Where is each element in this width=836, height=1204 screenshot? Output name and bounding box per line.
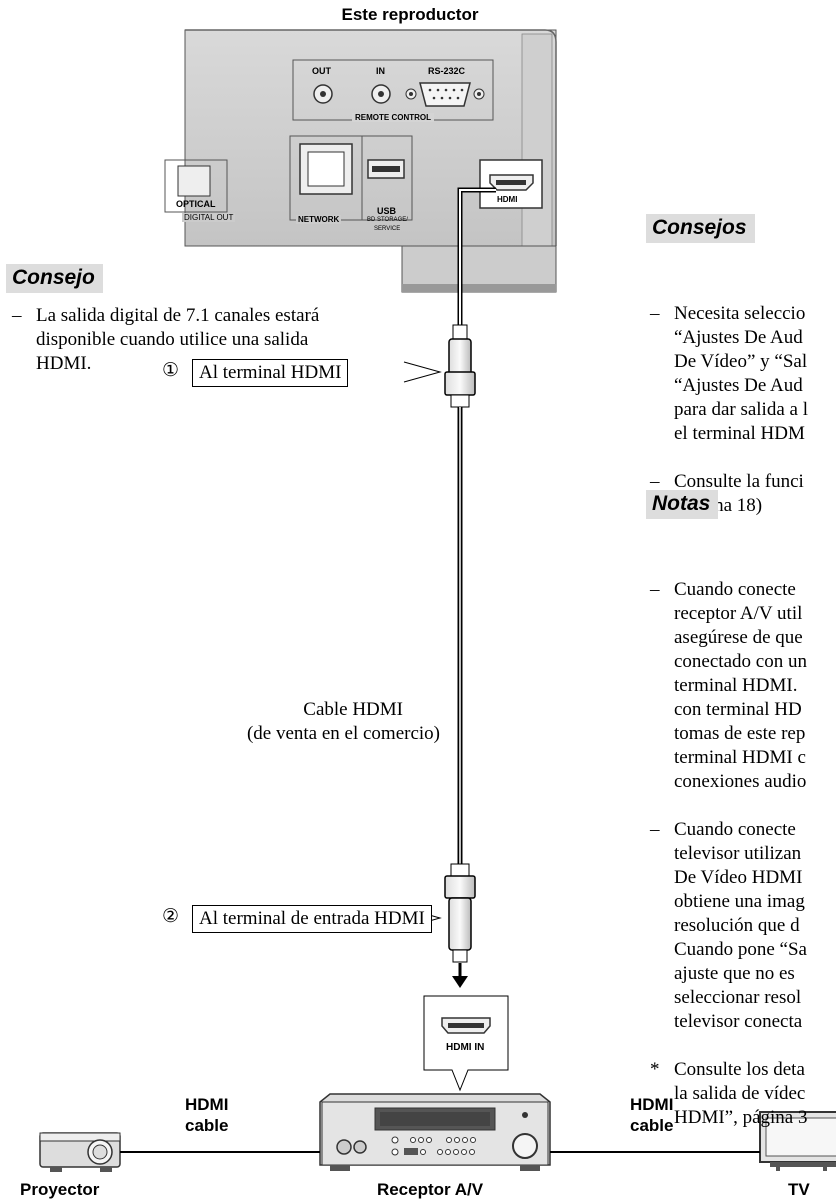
receiver-graphic [319, 1093, 551, 1171]
port-label-usb-sub1: BD STORAGE/ [367, 217, 408, 223]
left-cable-label: HDMI cable [185, 1095, 229, 1135]
port-label-usb-sub2: SERVICE [374, 226, 401, 232]
callout-number-1: ① [162, 359, 180, 381]
consejo-heading: Consejo [6, 264, 103, 293]
lower-hdmi-plug [444, 863, 476, 963]
consejos-item: –Necesita seleccio “Ajustes De Aud De Ví… [650, 303, 808, 444]
projector-label: Proyector [20, 1180, 100, 1199]
notas-heading: Notas [646, 490, 719, 519]
consejos-heading: Consejos [646, 214, 755, 243]
notas-list: –Cuando conecte receptor A/V util asegúr… [650, 530, 836, 1178]
consejos-list: –Necesita seleccio “Ajustes De Aud De Ví… [650, 254, 836, 566]
callout-to-hdmi: Al terminal HDMI [192, 359, 349, 387]
projector-graphic [39, 1132, 121, 1172]
notas-item: –Cuando conecte televisor utilizan De Ví… [650, 819, 807, 1032]
notas-item: –Cuando conecte receptor A/V util asegúr… [650, 579, 807, 792]
cable-label: Cable HDMI (de venta en el comercio) [246, 699, 440, 744]
callout-to-hdmi-in: Al terminal de entrada HDMI [192, 905, 432, 933]
right-cable-label: HDMI cable [630, 1095, 674, 1135]
upper-hdmi-plug [444, 324, 476, 408]
port-label-optical: OPTICAL [176, 199, 216, 209]
port-label-out: OUT [312, 66, 331, 76]
port-label-in: IN [376, 66, 385, 76]
consejo-item: –La salida digital de 7.1 canales estará… [12, 305, 320, 374]
port-label-hdmi: HDMI [497, 195, 518, 204]
receiver-label: Receptor A/V [376, 1180, 484, 1199]
tv-label: TV [788, 1180, 810, 1199]
port-label-usb: USB [377, 206, 397, 216]
rs232c-port [419, 82, 471, 107]
tv-graphic [759, 1111, 836, 1171]
port-label-remote-control: REMOTE CONTROL [352, 113, 434, 122]
receiver-volume-knob [512, 1133, 538, 1159]
notas-footnote: *Consulte los deta la salida de vídec HD… [650, 1059, 808, 1128]
receiver-hdmi-in-label: HDMI IN [446, 1042, 485, 1053]
callout-number-2: ② [162, 905, 180, 927]
down-arrow [452, 976, 468, 988]
consejo-list: –La salida digital de 7.1 canales estará… [12, 304, 342, 376]
port-label-digital-out: DIGITAL OUT [182, 213, 236, 222]
port-label-rs232c: RS-232C [428, 66, 466, 76]
list-dash-marker: – [12, 305, 22, 326]
port-label-network: NETWORK [296, 215, 342, 224]
player-title: Este reproductor [341, 5, 479, 24]
